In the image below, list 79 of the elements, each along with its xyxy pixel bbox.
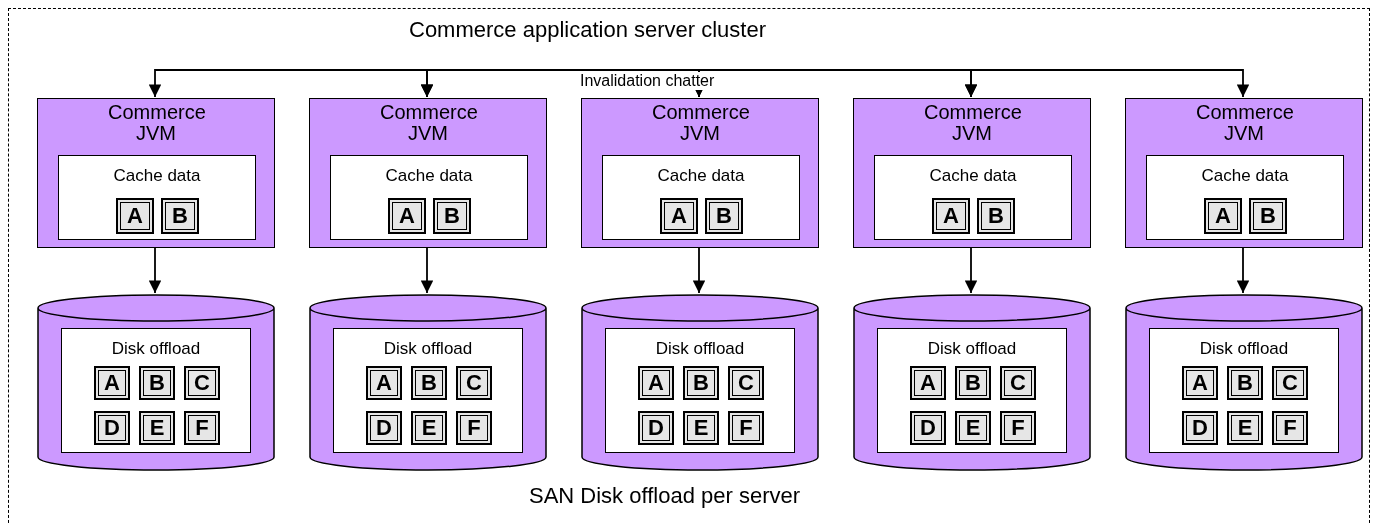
server-title: Commerce JVM — [108, 102, 204, 144]
data-block: B — [1227, 366, 1263, 400]
server-box — [581, 98, 819, 248]
cache-panel — [874, 155, 1072, 240]
server-box — [309, 98, 547, 248]
data-block: F — [184, 411, 220, 445]
data-block: A — [366, 366, 402, 400]
disk-panel — [1149, 328, 1339, 453]
server-title: Commerce JVM — [652, 102, 748, 144]
data-block: E — [1227, 411, 1263, 445]
data-block: A — [1204, 198, 1242, 234]
data-block: D — [638, 411, 674, 445]
disk-panel — [605, 328, 795, 453]
data-block: B — [683, 366, 719, 400]
data-block: A — [1182, 366, 1218, 400]
data-block: B — [955, 366, 991, 400]
data-block: F — [456, 411, 492, 445]
arrow — [148, 246, 162, 294]
server-box — [1125, 98, 1363, 248]
data-block: D — [1182, 411, 1218, 445]
disk-panel — [333, 328, 523, 453]
data-block: A — [638, 366, 674, 400]
arrow — [964, 246, 978, 294]
data-block: C — [1272, 366, 1308, 400]
cache-title: Cache data — [656, 166, 746, 186]
data-block: D — [94, 411, 130, 445]
disk-panel — [877, 328, 1067, 453]
server-title: Commerce JVM — [1196, 102, 1292, 144]
data-block: A — [932, 198, 970, 234]
disk-title: Disk offload — [382, 339, 474, 359]
server-box — [37, 98, 275, 248]
data-block: A — [388, 198, 426, 234]
data-block: B — [433, 198, 471, 234]
data-block: A — [910, 366, 946, 400]
data-block: C — [1000, 366, 1036, 400]
cache-title: Cache data — [928, 166, 1018, 186]
cache-title: Cache data — [384, 166, 474, 186]
server-title: Commerce JVM — [380, 102, 476, 144]
cache-panel — [58, 155, 256, 240]
data-block: B — [977, 198, 1015, 234]
data-block: E — [411, 411, 447, 445]
data-block: A — [660, 198, 698, 234]
data-block: B — [705, 198, 743, 234]
disk-title: Disk offload — [1198, 339, 1290, 359]
cache-title: Cache data — [112, 166, 202, 186]
data-block: A — [94, 366, 130, 400]
data-block: F — [1272, 411, 1308, 445]
data-block: B — [139, 366, 175, 400]
arrow — [420, 246, 434, 294]
data-block: F — [728, 411, 764, 445]
data-block: C — [728, 366, 764, 400]
annotation-text: Invalidation chatter — [578, 72, 717, 90]
data-block: B — [1249, 198, 1287, 234]
cache-panel — [602, 155, 800, 240]
data-block: E — [955, 411, 991, 445]
data-block: A — [116, 198, 154, 234]
data-block: F — [1000, 411, 1036, 445]
data-block: C — [184, 366, 220, 400]
disk-title: Disk offload — [110, 339, 202, 359]
cluster-title: Commerce application server cluster — [409, 17, 767, 43]
cache-title: Cache data — [1200, 166, 1290, 186]
disk-title: Disk offload — [654, 339, 746, 359]
arrow — [692, 246, 706, 294]
data-block: D — [910, 411, 946, 445]
data-block: E — [683, 411, 719, 445]
data-block: D — [366, 411, 402, 445]
server-title: Commerce JVM — [924, 102, 1020, 144]
cluster-caption: SAN Disk offload per server — [529, 483, 801, 509]
cache-panel — [1146, 155, 1344, 240]
disk-panel — [61, 328, 251, 453]
cache-panel — [330, 155, 528, 240]
data-block: B — [161, 198, 199, 234]
data-block: E — [139, 411, 175, 445]
server-box — [853, 98, 1091, 248]
data-block: B — [411, 366, 447, 400]
arrow — [964, 69, 1250, 98]
disk-title: Disk offload — [926, 339, 1018, 359]
data-block: C — [456, 366, 492, 400]
arrow — [1236, 246, 1250, 294]
